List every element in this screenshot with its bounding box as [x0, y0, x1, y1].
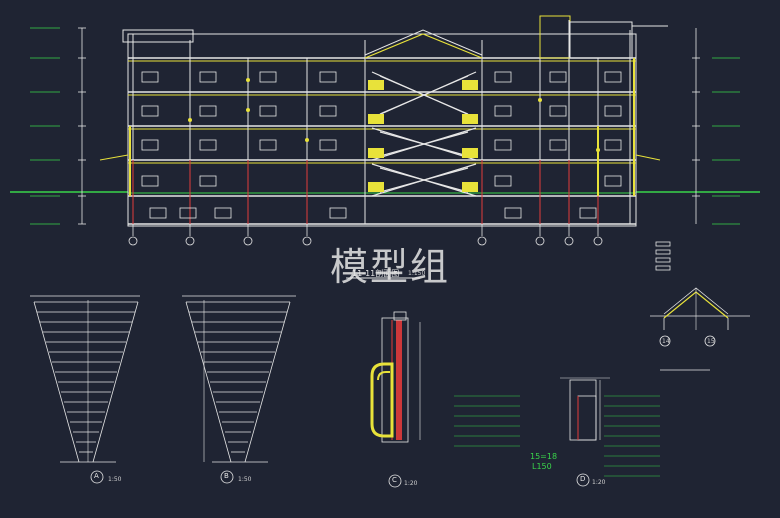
detail-c-drawing: [370, 311, 421, 488]
detail-a-scale: 1:50: [108, 476, 122, 483]
detail-b-scale: 1:50: [238, 476, 252, 483]
annotation-leaders: [454, 395, 660, 477]
note-fraction: 15=18: [530, 452, 558, 461]
detail-b-drawing: [182, 295, 296, 484]
detail-d-label: D: [580, 475, 586, 483]
roof-detail-left-label: 14: [662, 338, 670, 345]
detail-a-drawing: [30, 295, 140, 484]
note-code: L150: [532, 462, 552, 471]
detail-d-drawing: [560, 377, 610, 487]
roof-detail-right-label: 15: [707, 338, 715, 345]
building-section: [10, 15, 760, 279]
detail-b-label: B: [224, 472, 229, 480]
detail-c-scale: 1:20: [404, 480, 418, 487]
section-scale: 1:150: [408, 270, 426, 277]
detail-d-scale: 1:20: [592, 479, 606, 486]
watermark-text: 模型组: [330, 245, 451, 289]
roof-detail-drawing: [650, 287, 750, 371]
detail-c-label: C: [392, 476, 397, 484]
section-title: 11-11剖面图: [352, 269, 400, 278]
detail-a-label: A: [94, 472, 99, 480]
